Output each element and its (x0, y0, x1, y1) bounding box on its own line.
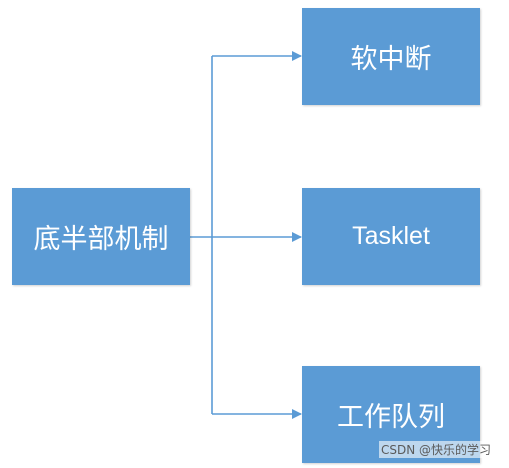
child-node-label: 软中断 (350, 44, 432, 75)
child-node-label: 工作队列 (337, 402, 445, 433)
root-node: 底半部机制 (12, 188, 190, 285)
watermark: CSDN @快乐的学习 (378, 441, 493, 458)
child-node-soft-irq: 软中断 (302, 8, 480, 105)
child-node-label: Tasklet (352, 222, 430, 250)
child-node-tasklet: Tasklet (302, 188, 480, 285)
root-node-label: 底半部机制 (33, 224, 169, 255)
